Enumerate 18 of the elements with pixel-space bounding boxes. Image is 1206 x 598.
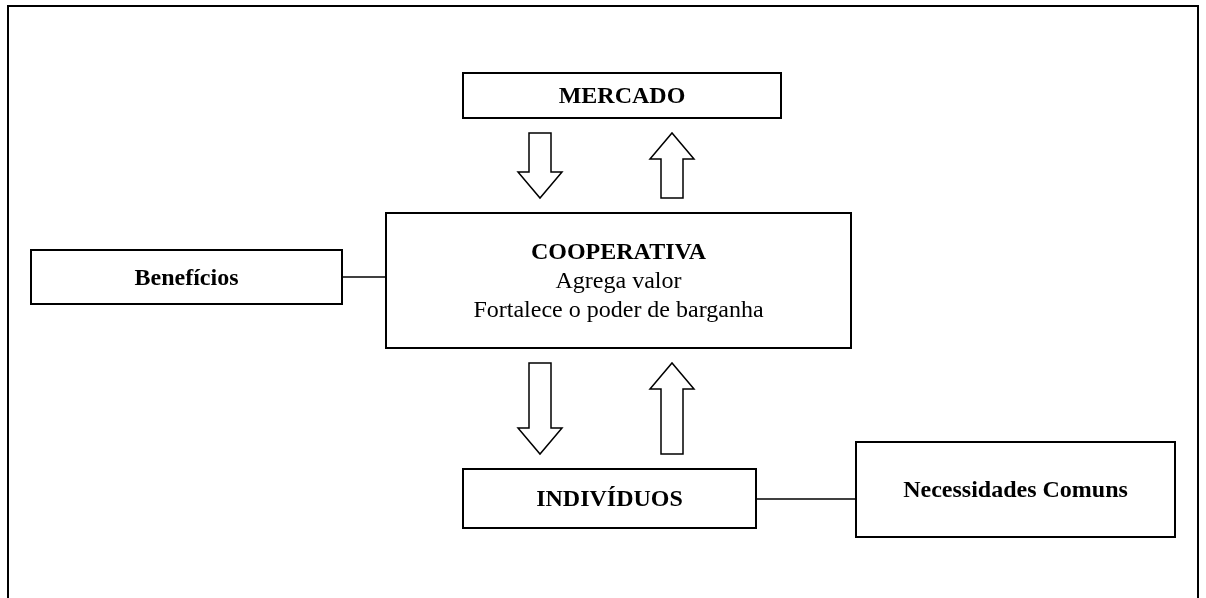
block-arrow bbox=[648, 361, 696, 455]
box-title: MERCADO bbox=[558, 81, 686, 110]
text-box bbox=[385, 212, 852, 349]
connector-line bbox=[342, 276, 386, 278]
text-box bbox=[462, 72, 782, 119]
box-title: INDIVÍDUOS bbox=[536, 484, 683, 513]
block-arrow bbox=[516, 132, 564, 200]
block-arrow bbox=[648, 131, 696, 199]
block-arrow bbox=[516, 362, 564, 456]
box-title: COOPERATIVA bbox=[530, 237, 707, 267]
box-text: Agrega valor bbox=[555, 266, 682, 295]
box-title: Benefícios bbox=[134, 262, 239, 292]
box-text: Fortalece o poder de barganha bbox=[473, 294, 764, 324]
text-box bbox=[855, 441, 1176, 538]
text-box bbox=[30, 249, 343, 305]
connector-line bbox=[756, 498, 856, 500]
box-title: Necessidades Comuns bbox=[903, 475, 1128, 504]
text-box bbox=[462, 468, 757, 529]
